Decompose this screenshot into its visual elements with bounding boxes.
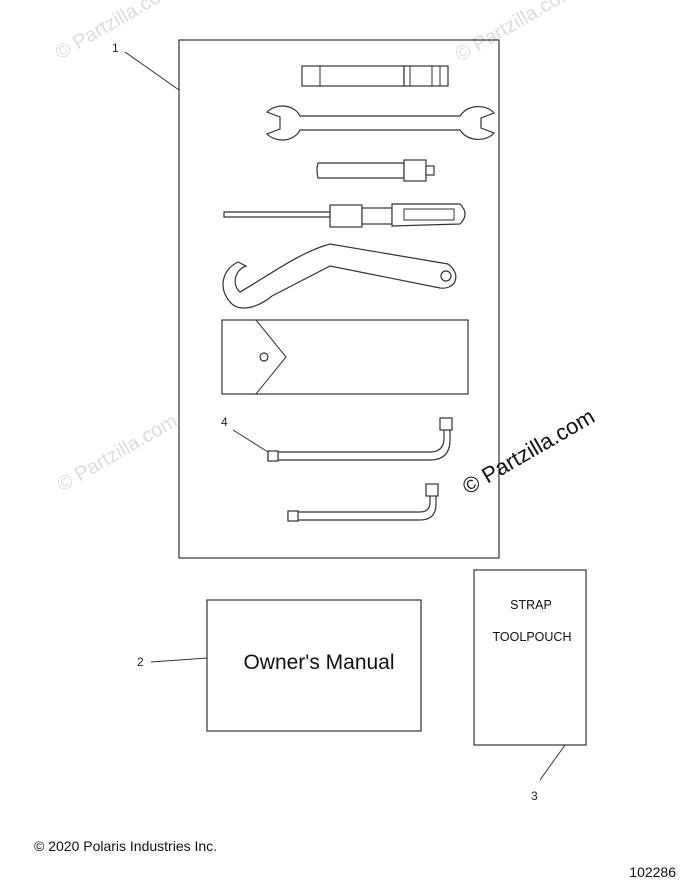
hex-key-long [267, 417, 453, 462]
toolpouch-label: TOOLPOUCH [493, 630, 572, 644]
owners-manual [206, 599, 422, 732]
spark-plug-socket-tool [301, 65, 449, 87]
callout-1: 1 [112, 41, 119, 55]
screwdriver-tool [223, 203, 466, 228]
tool-kit-box [178, 39, 500, 559]
watermark-faint-middle-left: © Partzilla.com [54, 410, 182, 496]
spanner-wrench-tool [222, 243, 457, 309]
callout-4: 4 [221, 415, 228, 429]
strap-toolpouch [473, 569, 587, 746]
owners-manual-title: Owner's Manual [243, 651, 394, 674]
watermark-faint-top-right: © Partzilla.com [452, 0, 580, 66]
strap-label: STRAP [510, 598, 552, 612]
copyright-notice: © 2020 Polaris Industries Inc. [34, 838, 218, 854]
bit-handle-tool [316, 159, 435, 182]
watermark-main: © Partzilla.com [458, 404, 599, 500]
leader-lines [124, 51, 566, 781]
open-end-wrench [265, 105, 496, 141]
callout-3: 3 [531, 789, 538, 803]
callout-2: 2 [137, 655, 144, 669]
diagram-id: 102286 [629, 864, 676, 880]
hex-key-short [287, 483, 439, 522]
tool-wrap [221, 319, 469, 395]
